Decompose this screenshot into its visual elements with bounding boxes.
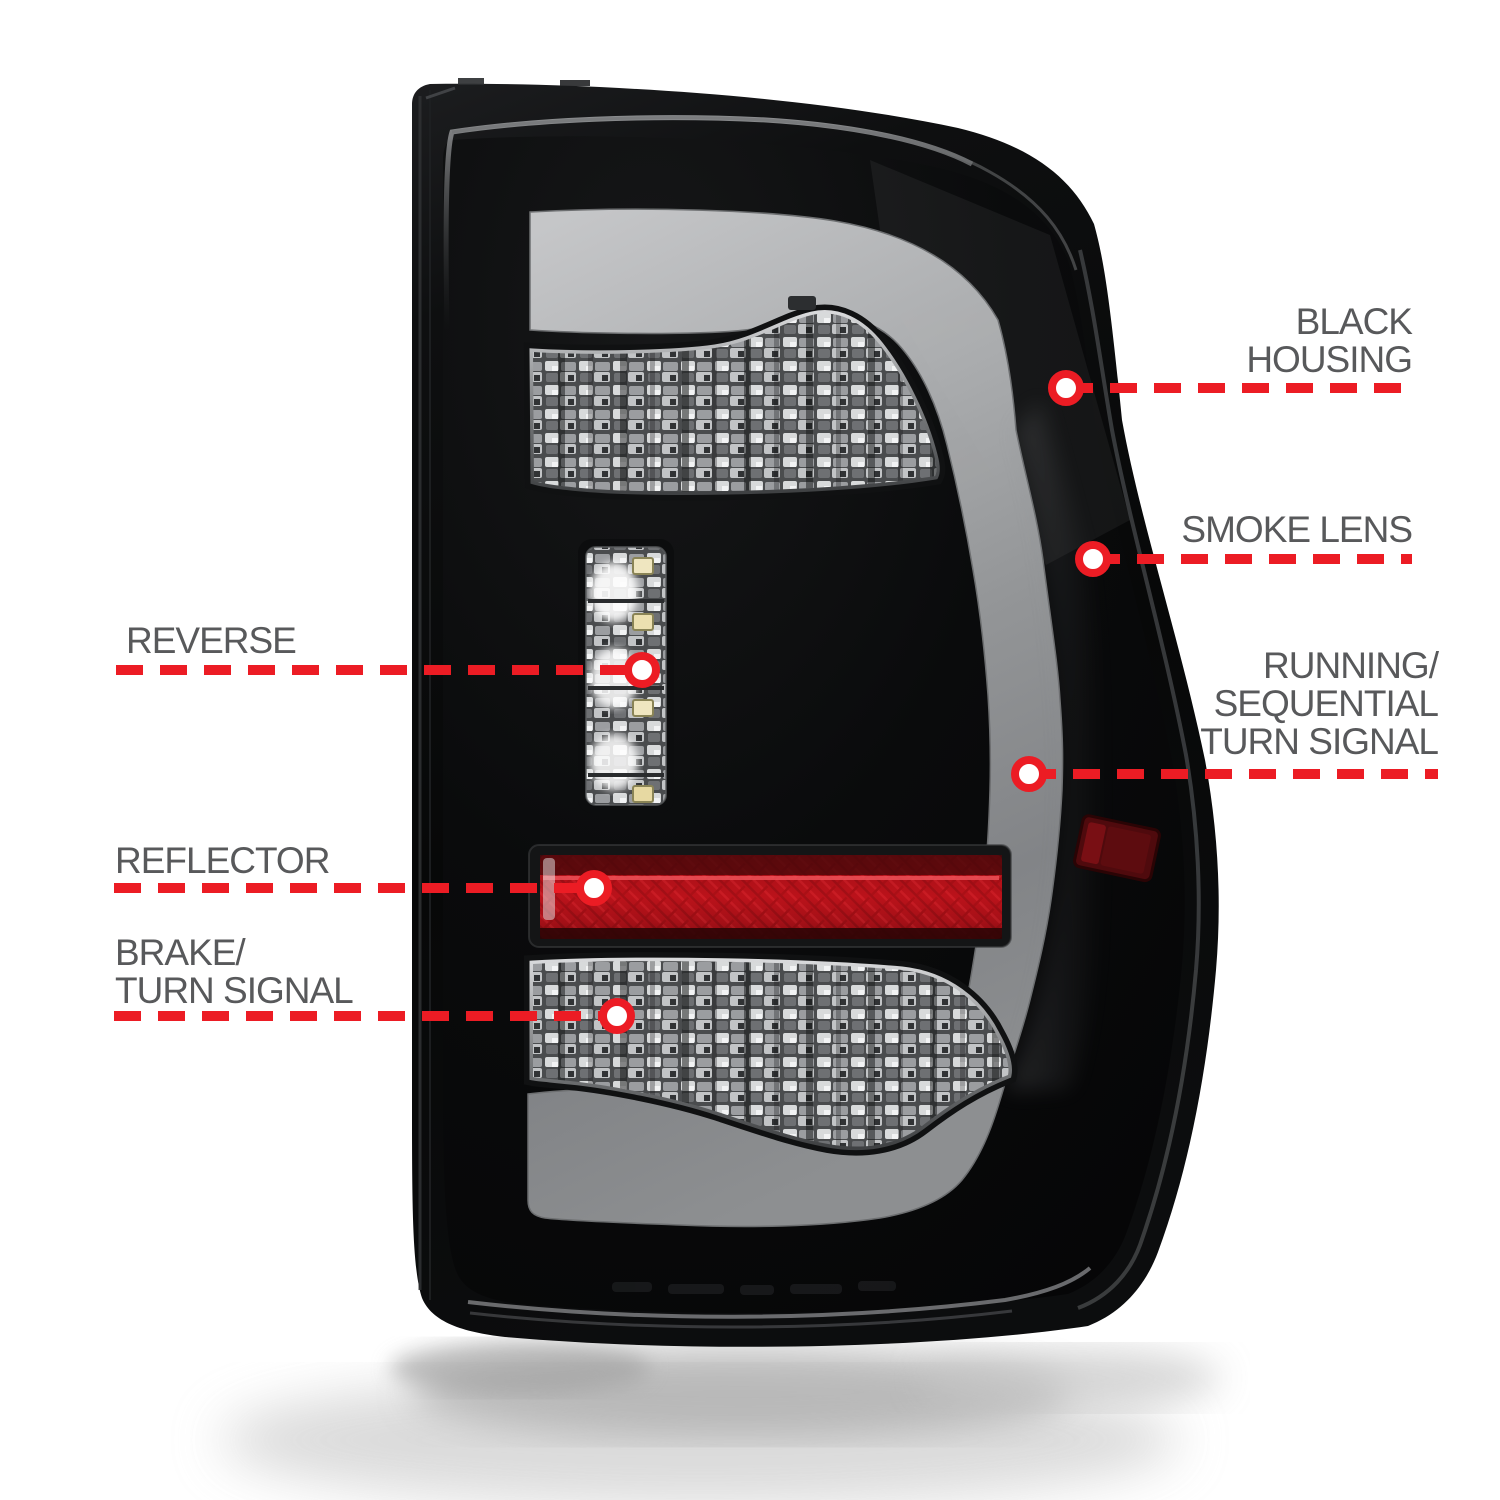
callout-label-line: REFLECTOR [115,840,330,881]
housing-side-wall [418,78,590,1300]
callout-label: REVERSE [126,620,297,661]
reflector-bar [528,844,1012,948]
callout-label: BRAKE/ TURN SIGNAL [115,932,354,1011]
callout-label-line: SEQUENTIAL [1213,683,1439,724]
callout-label: SMOKE LENS [1181,509,1413,550]
callout-label-line: BRAKE/ [115,932,246,973]
ground-shadow [220,1342,1220,1500]
callout-label-line: TURN SIGNAL [1200,721,1439,762]
leader-line [1093,554,1412,564]
callout-label: BLACK HOUSING [1246,301,1413,380]
callout-label: RUNNING/ SEQUENTIAL TURN SIGNAL [1200,645,1439,762]
leader-line [1029,769,1438,779]
leader-line [1066,383,1412,393]
leader-line [116,665,642,675]
callout-label-line: HOUSING [1246,339,1413,380]
reverse-led-chips [632,557,654,803]
callout-label-line: RUNNING/ [1263,645,1439,686]
callout-dot [576,870,612,906]
callout-dot [1048,370,1084,406]
callout-dot [1075,541,1111,577]
callout-dot [624,652,660,688]
running-turn-signal-lamp-upper [523,296,946,501]
callout-label: REFLECTOR [115,840,330,881]
callout-dot [599,998,635,1034]
side-marker-reflector [1073,814,1161,883]
leader-line [114,1011,617,1021]
callout-label-line: TURN SIGNAL [115,970,354,1011]
callout-label-line: REVERSE [126,620,297,661]
callout-label-line: SMOKE LENS [1181,509,1413,550]
housing-rim-highlight [443,115,1201,1329]
brake-turn-signal-lamp-lower [524,952,1018,1156]
bezel-embossing [612,1281,896,1295]
callout-label-line: BLACK [1295,301,1413,342]
leader-line [114,883,594,893]
smoke-light-bar-tube [527,208,1064,1228]
callout-dot [1011,756,1047,792]
